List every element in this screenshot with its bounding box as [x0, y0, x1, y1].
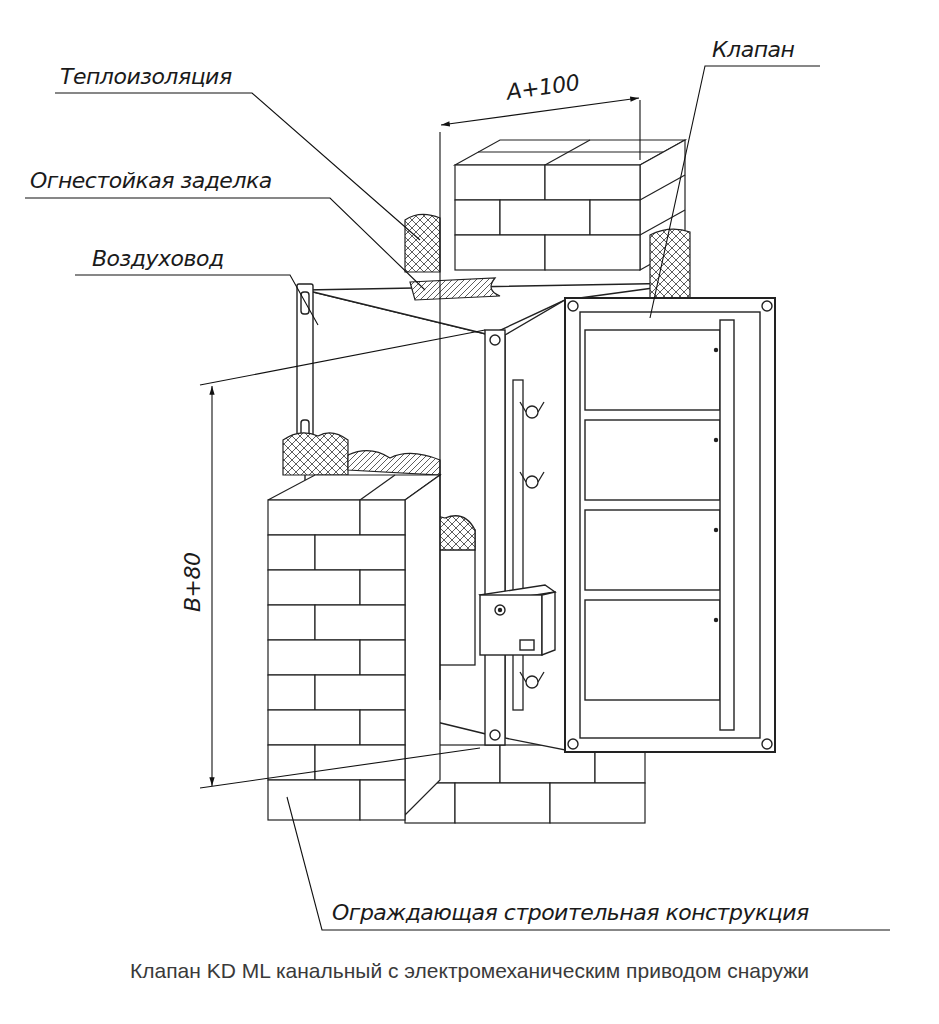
part-label: Огнестойкая заделка [30, 168, 272, 194]
upper-brick-stack-part [478, 151, 663, 152]
part-label: Клапан [712, 37, 794, 63]
linkage-part [520, 672, 544, 682]
leader-lines [25, 66, 890, 930]
left-brick-stack-part [268, 710, 360, 745]
valve-part [485, 330, 505, 745]
valve-part [585, 510, 720, 590]
valve-part [568, 739, 578, 749]
thermal-insulation [405, 214, 690, 300]
valve-part [565, 298, 775, 752]
left-brick-stack-part [360, 475, 395, 500]
valve-part [762, 301, 772, 311]
linkage-part [520, 472, 544, 482]
valve [485, 298, 775, 752]
rear-brick-row-part [455, 783, 550, 823]
left-brick-stack-part [268, 605, 315, 640]
thermal-insulation-part [405, 214, 440, 272]
left-brick-stack-part [315, 675, 405, 710]
dimension-lines-part [639, 100, 640, 160]
upper-brick-stack-part [545, 235, 640, 270]
left-brick-stack-part [268, 500, 360, 535]
valve-part [490, 335, 500, 345]
left-brick-stack-part [315, 605, 405, 640]
upper-brick-stack-part [545, 165, 640, 200]
dimension-lines-part [439, 132, 440, 700]
upper-brick-stack-part [455, 235, 545, 270]
valve-part [505, 300, 565, 750]
valve-part [715, 529, 718, 532]
valve-part [715, 349, 718, 352]
dimension-lines-part [441, 98, 639, 125]
left-brick-stack-part [360, 780, 405, 820]
left-brick-stack-part [360, 570, 405, 605]
linkage-part [526, 406, 538, 418]
left-brick-stack-part [360, 500, 405, 535]
left-brick-stack-part [360, 710, 405, 745]
left-brick-stack-part [348, 451, 440, 475]
valve-part [585, 420, 720, 500]
valve-part [720, 320, 734, 730]
part-label: Ограждающая строительная конструкция [332, 900, 809, 926]
valve-part [715, 619, 718, 622]
left-brick-stack-part [268, 675, 315, 710]
dimension-lines-part [200, 330, 485, 385]
linkage [513, 380, 544, 710]
upper-brick-stack-part [455, 165, 545, 200]
dimension-lines [200, 98, 640, 788]
left-brick-stack-part [360, 640, 405, 675]
leader-lines-part [55, 93, 420, 240]
rear-brick-row [405, 745, 645, 823]
figure-caption: Клапан KD ML канальный с электромеханиче… [130, 958, 809, 984]
dimension-lines-part [200, 748, 480, 788]
left-brick-stack-part [315, 535, 405, 570]
left-brick-stack-part [283, 433, 348, 475]
valve-part [568, 301, 578, 311]
valve-part [585, 330, 720, 410]
leader-lines-part [25, 198, 425, 290]
leader-lines-part [287, 797, 890, 930]
left-brick-stack-part [315, 745, 405, 780]
dimension-lines-part [211, 386, 212, 786]
electric-actuator-part [520, 640, 534, 650]
valve-part [490, 730, 500, 740]
left-brick-stack-part [268, 780, 360, 820]
linkage-part [520, 402, 544, 412]
valve-part [580, 312, 760, 738]
upper-brick-stack-part [455, 200, 500, 235]
left-brick-stack-part [268, 640, 360, 675]
leader-lines-part [75, 275, 318, 325]
left-brick-stack-part [268, 570, 360, 605]
valve-part [585, 600, 720, 700]
linkage-part [526, 676, 538, 688]
electric-actuator-part [499, 609, 502, 612]
part-label: B+80 [180, 552, 206, 612]
left-brick-stack-part [268, 535, 315, 570]
valve-part [762, 739, 772, 749]
part-label: Теплоизоляция [60, 64, 232, 90]
left-brick-stack-part [405, 475, 440, 815]
electric-actuator-part [542, 592, 555, 655]
part-label: Воздуховод [92, 246, 224, 272]
leader-lines-part [650, 66, 820, 318]
air-duct-part [301, 292, 309, 314]
left-brick-stack [268, 433, 440, 820]
linkage-part [513, 380, 523, 710]
valve-part [715, 439, 718, 442]
upper-brick-stack-part [500, 200, 590, 235]
electric-actuator-part [495, 605, 505, 615]
electric-actuator [480, 585, 555, 655]
electric-actuator-part [480, 595, 542, 655]
part-label: A+100 [505, 70, 581, 106]
rear-brick-row-part [550, 783, 645, 823]
linkage-part [526, 476, 538, 488]
upper-brick-stack-part [590, 200, 640, 235]
